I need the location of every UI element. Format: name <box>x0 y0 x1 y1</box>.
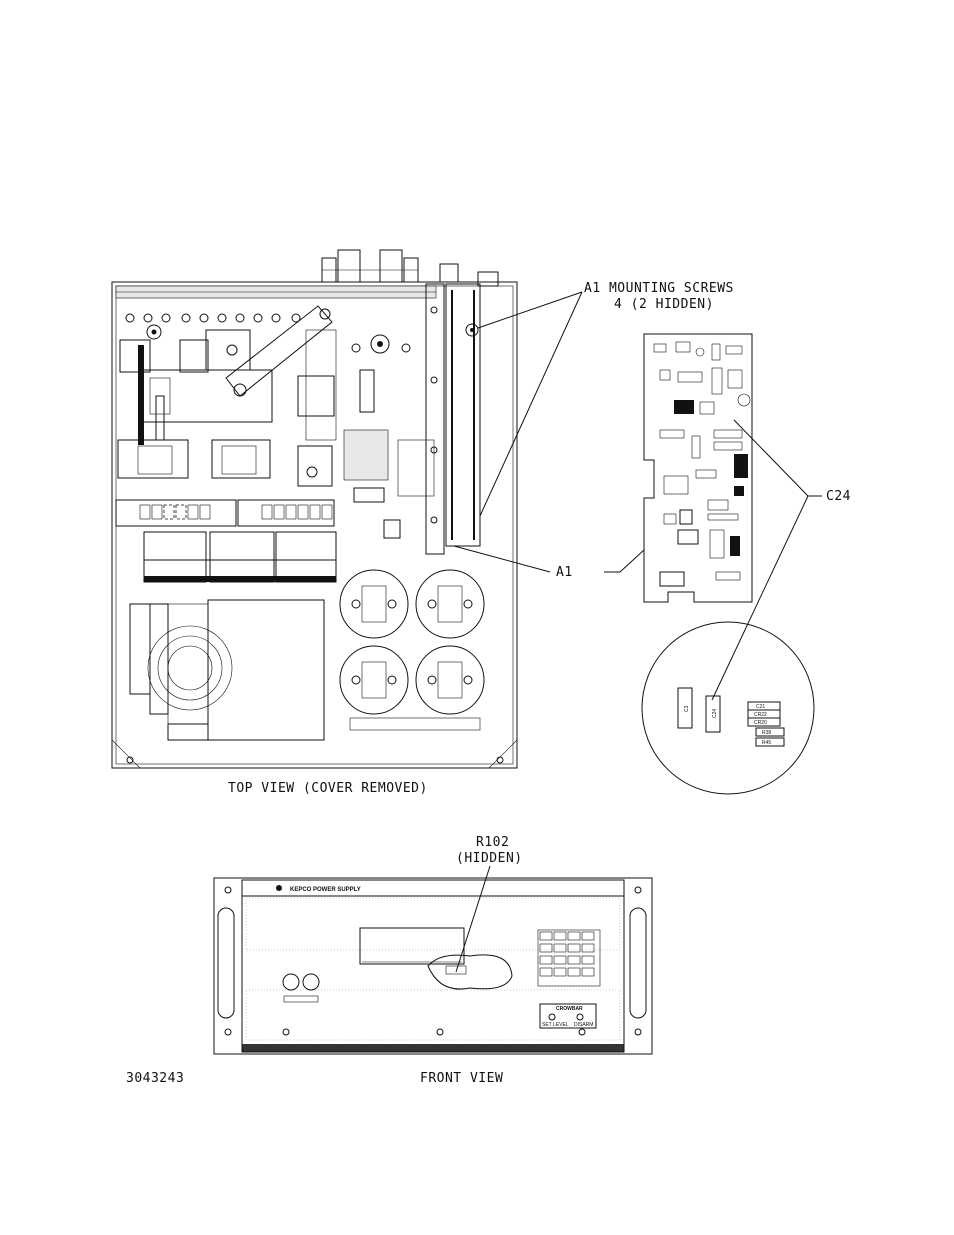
kepco-logo-icon <box>276 885 282 891</box>
detail-c24-label: C24 <box>712 709 718 718</box>
crowbar-controls: CROWBAR SET LEVEL DISARM <box>540 1004 596 1028</box>
c24-detail-view: C3 C24 C21 CR22 CR20 R38 R45 <box>642 622 814 794</box>
c24-label: C24 <box>826 489 851 504</box>
drawing-number: 3043243 <box>126 1071 184 1086</box>
keypad <box>538 930 600 986</box>
r102-leader-line <box>456 866 490 972</box>
meter-1 <box>283 974 299 990</box>
rear-terminal-screws <box>126 314 300 339</box>
detail-cr20-label: CR20 <box>754 720 767 726</box>
front-view-caption: FRONT VIEW <box>420 1071 503 1086</box>
r102-label: R102 <box>476 835 509 850</box>
left-handle <box>218 908 234 1018</box>
front-panel-brand: KEPCO POWER SUPPLY <box>290 887 361 893</box>
a1-mounting-screws-label: A1 MOUNTING SCREWS <box>584 281 734 296</box>
a1-board-edge <box>426 284 480 554</box>
filter-capacitors <box>340 570 484 730</box>
main-transformer <box>130 600 324 740</box>
a1-label: A1 <box>556 565 573 580</box>
front-view-panel: KEPCO POWER SUPPLY CROWBAR SET LEVEL <box>214 878 652 1054</box>
right-handle <box>630 908 646 1018</box>
vent-grille <box>246 898 620 1040</box>
capacitor-bank-strip <box>144 532 336 582</box>
center-components <box>344 335 434 538</box>
r102-cutaway <box>428 955 512 989</box>
top-view-chassis <box>112 250 517 768</box>
r102-hidden-label: (HIDDEN) <box>456 851 523 866</box>
detail-r45-label: R45 <box>762 740 771 746</box>
disarm-label: DISARM <box>574 1022 593 1028</box>
detail-cr22-label: CR22 <box>754 712 767 718</box>
meter-2 <box>303 974 319 990</box>
top-view-caption: TOP VIEW (COVER REMOVED) <box>228 781 428 796</box>
pc-board-components <box>654 342 750 586</box>
relay-block-row <box>116 500 334 526</box>
detail-c21-label: C21 <box>756 704 765 710</box>
rear-connectors <box>322 250 498 286</box>
display-window <box>360 928 464 964</box>
detail-r38-label: R38 <box>762 730 771 736</box>
rectifier-heatsink <box>118 330 272 478</box>
diagonal-bus-bar <box>226 306 336 486</box>
set-level-label: SET LEVEL <box>542 1022 569 1028</box>
detail-c3-label: C3 <box>684 705 690 712</box>
a1-mounting-screws-count-label: 4 (2 HIDDEN) <box>614 297 714 312</box>
crowbar-label: CROWBAR <box>556 1006 583 1012</box>
a1-pc-board <box>644 334 752 602</box>
top-leader-lines <box>454 292 822 700</box>
